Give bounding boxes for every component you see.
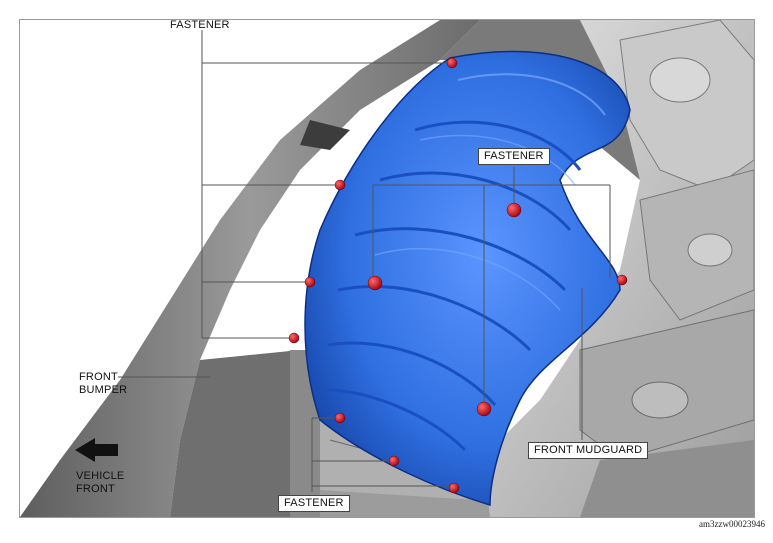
vehicle-front-label-line2: FRONT: [76, 483, 115, 495]
fastener-marker: [288, 332, 300, 344]
vehicle-front-label-line1: VEHICLE: [76, 470, 125, 482]
fastener-marker: [304, 276, 316, 288]
fastener-marker: [446, 57, 458, 69]
fastener-marker: [448, 482, 460, 494]
fastener-marker: [388, 455, 400, 467]
leader-lines: [118, 30, 611, 492]
front-bumper-label-line2: BUMPER: [79, 384, 128, 396]
fastener-marker: [476, 401, 492, 417]
fastener-marker: [616, 274, 628, 286]
fastener-marker: [506, 202, 522, 218]
front-bumper-label-line1: FRONT: [79, 371, 118, 383]
diagram-frame: FASTENER FASTENER FRONT MUDGUARD FASTENE…: [19, 19, 755, 518]
image-code: am3zzw00023946: [699, 519, 765, 529]
fastener-marker: [334, 412, 346, 424]
fasteners: [288, 57, 628, 494]
fastener-marker: [334, 179, 346, 191]
engine-bay: [450, 20, 754, 517]
front-mudguard-label: FRONT MUDGUARD: [528, 442, 649, 459]
vehicle-front-arrow-icon: [75, 438, 118, 462]
fastener-label-bottom: FASTENER: [278, 495, 350, 512]
fastener-label-top: FASTENER: [170, 19, 230, 31]
fastener-marker: [367, 275, 383, 291]
fastener-label-center: FASTENER: [478, 148, 550, 165]
